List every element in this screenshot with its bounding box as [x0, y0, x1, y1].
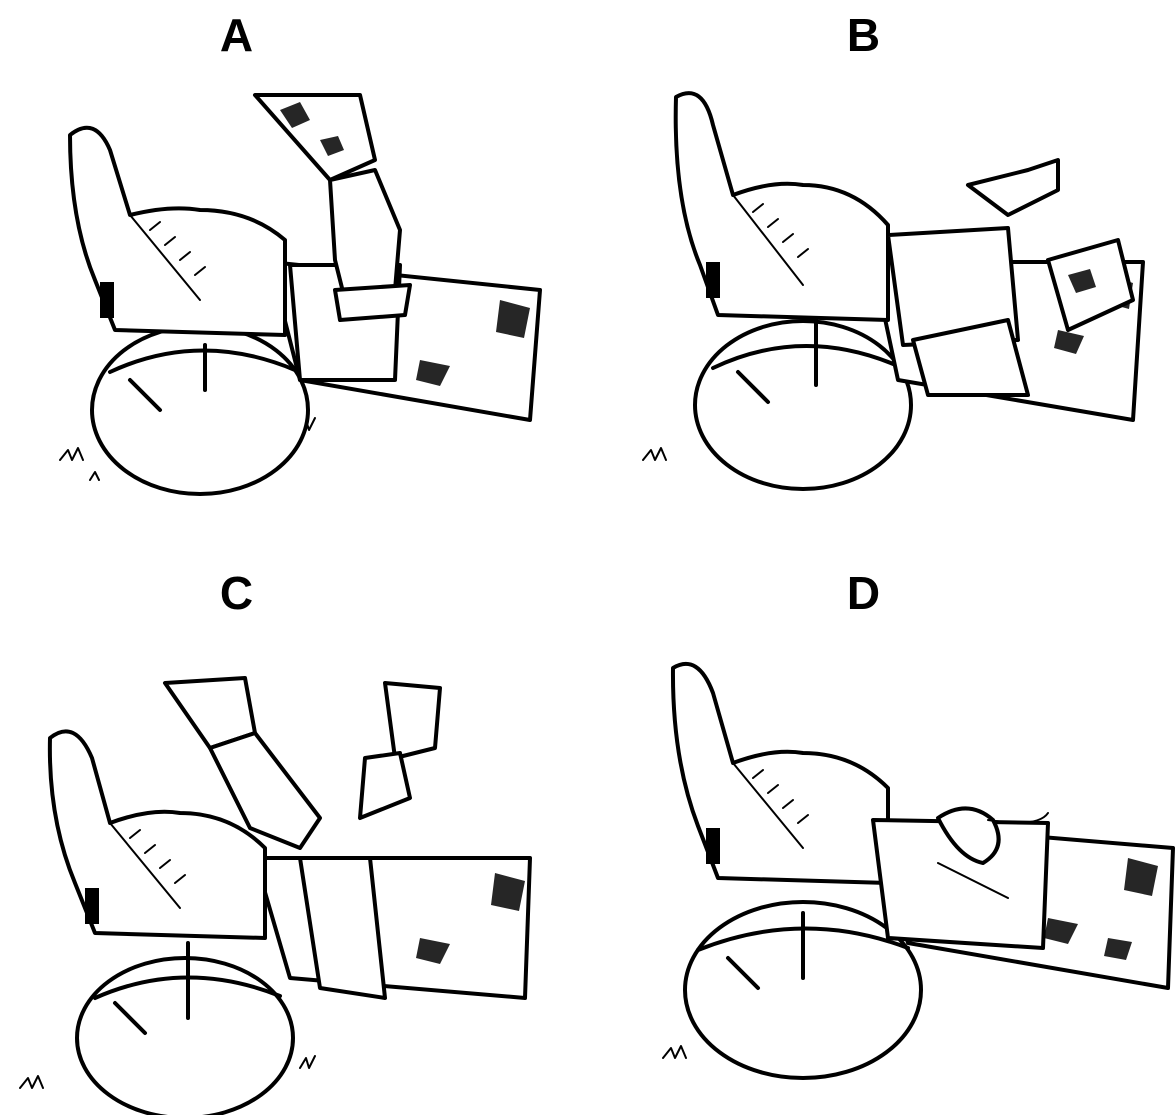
dressing-pad — [335, 285, 410, 320]
illustration-b — [588, 0, 1175, 557]
right-hand — [360, 753, 410, 818]
panel-d: D — [588, 558, 1175, 1115]
support-roll — [77, 958, 293, 1115]
panel-b: B — [588, 0, 1175, 557]
illustration-c — [0, 558, 587, 1115]
upper-hand — [968, 160, 1058, 215]
leg — [255, 858, 530, 998]
boot — [673, 664, 888, 883]
hand — [330, 170, 400, 300]
right-sleeve — [385, 683, 440, 758]
panel-c: C — [0, 558, 587, 1115]
panel-a: A — [0, 0, 587, 557]
illustration-d — [588, 558, 1175, 1115]
illustration-a — [0, 0, 587, 557]
sleeve — [255, 95, 375, 180]
